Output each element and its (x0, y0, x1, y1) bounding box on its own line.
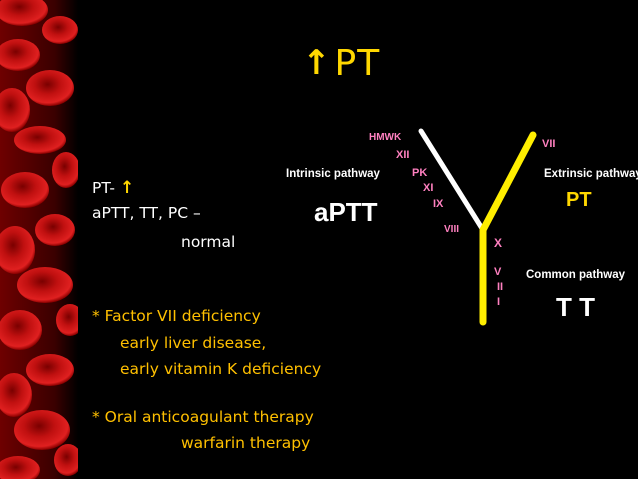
factor-pk: PK (412, 167, 427, 179)
up-arrow-icon: ↑ (302, 43, 331, 83)
factor-xi: XI (423, 182, 433, 194)
extrinsic-pathway-line (479, 131, 537, 234)
pt-label: PT (566, 189, 592, 211)
slide-title: ↑ PT (302, 38, 380, 88)
cause-factor-vii: * Factor VII deficiency (92, 307, 261, 325)
common-pathway-label: Common pathway (526, 269, 626, 281)
normal-label: normal (181, 233, 236, 251)
title-text: PT (334, 42, 381, 84)
blood-cells-image (0, 0, 78, 479)
cause-liver-disease: early liver disease, (120, 334, 267, 352)
factor-x: X (494, 236, 502, 250)
pt-label: PT- (92, 179, 115, 197)
factor-ii: II (497, 281, 503, 293)
intrinsic-pathway-label: Intrinsic pathway (286, 168, 381, 180)
aptt-label: aPTT (314, 197, 378, 227)
factor-vii: VII (542, 138, 555, 150)
factor-viii: VIII (444, 224, 459, 235)
factor-hmwk: HMWK (369, 132, 402, 143)
pt-elevated-line: PT- ↑ (92, 178, 134, 198)
extrinsic-pathway-label: Extrinsic pathway (544, 168, 638, 180)
tt-label: T T (556, 292, 595, 322)
factor-i: I (497, 296, 500, 308)
up-arrow-icon: ↑ (119, 178, 135, 198)
normal-tests-line: aPTT, TT, PC – (92, 204, 201, 222)
cause-vitamin-k: early vitamin K deficiency (120, 360, 322, 378)
cause-anticoagulant: * Oral anticoagulant therapy (92, 408, 314, 426)
factor-xii: XII (396, 149, 409, 161)
intrinsic-pathway-line (418, 128, 486, 233)
factor-ix: IX (433, 198, 444, 210)
factor-v: V (494, 266, 502, 278)
cause-warfarin: warfarin therapy (181, 434, 311, 452)
